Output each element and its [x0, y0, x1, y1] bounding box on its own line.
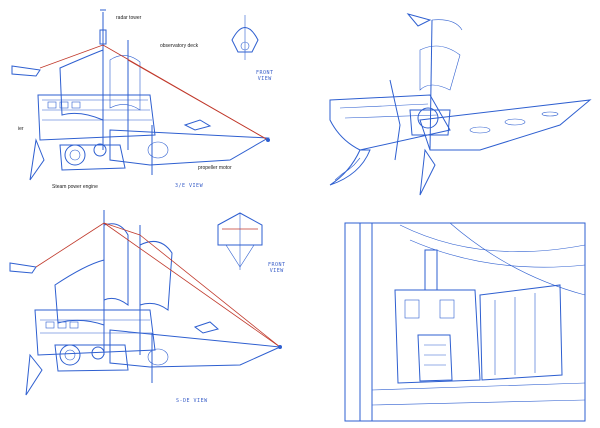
- sketch-side-view-bottom: FRONT VIEW S-DE VIEW: [0, 205, 300, 428]
- label-observatory-deck: observatory deck: [160, 43, 199, 49]
- label-steam-power-engine: Steam power engine: [52, 184, 98, 190]
- sketch-side-view-top: radar tower observatory deck ier propell…: [0, 0, 300, 205]
- label-propeller-motor: propeller motor: [198, 165, 232, 171]
- handwritten-side-view-top: 3/E VIEW: [175, 183, 204, 189]
- sketch-interior-scene: [300, 205, 600, 428]
- handwritten-front-view-bottom: FRONT VIEW: [268, 262, 286, 274]
- handwritten-front-view-top: FRONT VIEW: [256, 70, 274, 82]
- sketch-perspective-view: [300, 0, 600, 205]
- handwritten-side-view-bottom: S-DE VIEW: [176, 398, 208, 404]
- label-radar-tower: radar tower: [116, 15, 142, 21]
- label-ier: ier: [18, 126, 24, 132]
